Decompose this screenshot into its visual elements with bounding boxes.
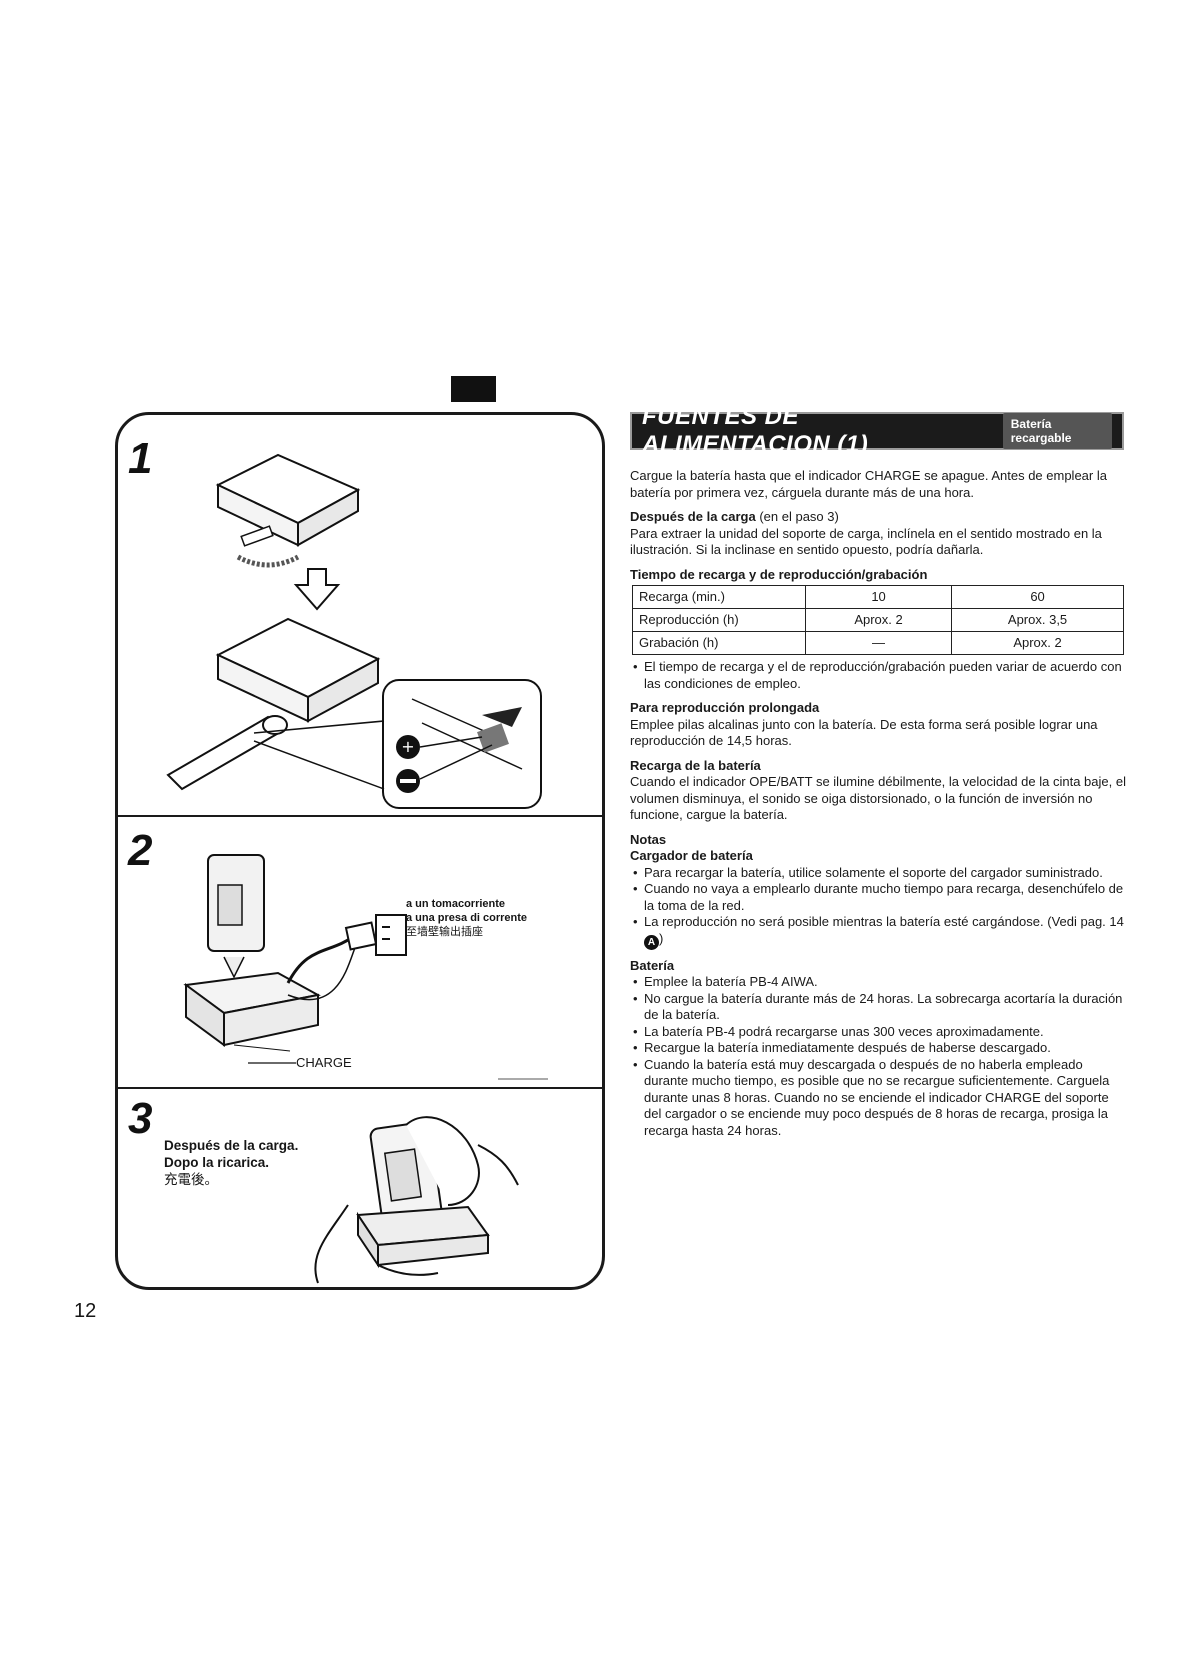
section-title: FUENTES DE ALIMENTACION (1) — [642, 403, 869, 458]
time-table: Recarga (min.) 10 60 Reproducción (h) Ap… — [632, 585, 1124, 655]
time-table-notes: El tiempo de recarga y el de reproducció… — [630, 659, 1126, 692]
charge-indicator-label: CHARGE — [296, 1055, 352, 1070]
list-item: Cuando la batería está muy descargada o … — [630, 1057, 1126, 1140]
battery-top-illustration — [215, 453, 361, 568]
plug-label-it: a una presa di corrente — [406, 912, 528, 924]
table-cell: Reproducción (h) — [632, 608, 806, 632]
step-3-number: 3 — [128, 1094, 153, 1143]
black-tab-marker — [451, 376, 496, 402]
after-charge-title: Después de la carga — [630, 509, 756, 524]
recharge-section: Recarga de la batería Cuando el indicado… — [630, 758, 1126, 824]
charger-with-unit-illustration — [183, 854, 407, 1052]
prolonged-section: Para reproducción prolongada Emplee pila… — [630, 700, 1126, 750]
intro-paragraph: Cargue la batería hasta que el indicador… — [630, 468, 1107, 500]
charger-notes-list: Para recargar la batería, utilice solame… — [630, 865, 1126, 950]
after-charge-title-suffix: (en el paso 3) — [755, 509, 839, 524]
battery-terminal-zoom-illustration: + — [382, 679, 542, 809]
list-item: Para recargar la batería, utilice solame… — [630, 865, 1126, 882]
charger-note-3-end: ) — [659, 930, 664, 946]
table-cell: Recarga (min.) — [632, 585, 806, 609]
down-arrow-icon — [293, 568, 341, 611]
step-divider-1 — [118, 815, 602, 817]
instructions-text: Cargue la batería hasta que el indicador… — [630, 468, 1126, 1147]
recharge-text: Cuando el indicador OPE/BATT se ilumine … — [630, 774, 1126, 822]
time-table-section: Tiempo de recarga y de reproducción/grab… — [630, 567, 1126, 693]
list-item: No cargue la batería durante más de 24 h… — [630, 991, 1126, 1024]
after-charge-text: Para extraer la unidad del soporte de ca… — [630, 525, 1102, 558]
step-divider-2 — [118, 1087, 602, 1089]
short-rule — [498, 1078, 548, 1080]
table-cell: Grabación (h) — [632, 631, 806, 655]
step-3-caption-it: Dopo la ricarica. — [164, 1155, 270, 1170]
step-3-caption-es: Después de la carga. — [164, 1138, 299, 1153]
list-item: Cuando no vaya a emplearlo durante mucho… — [630, 881, 1126, 914]
step-2-number: 2 — [128, 826, 153, 875]
list-item: El tiempo de recarga y el de reproducció… — [630, 659, 1126, 692]
battery-insert-illustration — [166, 617, 381, 791]
plug-label-zh: 至墙壁输出插座 — [406, 926, 483, 938]
page-number: 12 — [74, 1300, 97, 1322]
table-cell: — — [804, 631, 953, 655]
step-3-caption-zh: 充電後。 — [164, 1172, 218, 1187]
table-row: Grabación (h) — Aprox. 2 — [632, 631, 1124, 655]
charger-heading: Cargador de batería — [630, 848, 753, 863]
after-charge-heading: Después de la carga (en el paso 3) — [630, 509, 1126, 526]
plug-instructions: a un tomacorriente a una presa di corren… — [406, 897, 527, 939]
notes-section: Notas Cargador de batería Para recargar … — [630, 832, 1126, 1140]
list-item: Recargue la batería inmediatamente despu… — [630, 1040, 1126, 1057]
list-item: La batería PB-4 podrá recargarse unas 30… — [630, 1024, 1126, 1041]
table-cell: Aprox. 2 — [804, 608, 953, 632]
prolonged-text: Emplee pilas alcalinas junto con la bate… — [630, 716, 1098, 749]
table-cell: Aprox. 2 — [951, 631, 1124, 655]
charge-leader-line — [248, 1062, 296, 1064]
table-row: Reproducción (h) Aprox. 2 Aprox. 3,5 — [632, 608, 1124, 632]
charger-note-3-text: La reproducción no será posible mientras… — [644, 914, 1124, 929]
reference-a-icon: A — [644, 934, 659, 950]
svg-text:+: + — [401, 737, 414, 756]
prolonged-heading: Para reproducción prolongada — [630, 700, 820, 715]
table-row: Recarga (min.) 10 60 — [632, 585, 1124, 609]
plug-label-es: a un tomacorriente — [406, 898, 506, 910]
table-cell: Aprox. 3,5 — [951, 608, 1124, 632]
battery-heading: Batería — [630, 957, 675, 973]
zoom-callout-lines — [253, 720, 385, 790]
step-3-caption: Después de la carga. Dopo la ricarica. 充… — [164, 1137, 298, 1188]
table-cell: 10 — [804, 585, 953, 609]
battery-notes-list: Emplee la batería PB-4 AIWA. No cargue l… — [630, 974, 1126, 1139]
section-subtitle: Batería recargable — [1002, 413, 1112, 449]
table-cell: 60 — [951, 585, 1124, 609]
recharge-heading: Recarga de la batería — [630, 757, 761, 773]
list-item: Emplee la batería PB-4 AIWA. — [630, 974, 1126, 991]
step-1-number: 1 — [128, 434, 153, 483]
time-table-heading: Tiempo de recarga y de reproducción/grab… — [630, 566, 928, 582]
section-header-banner: FUENTES DE ALIMENTACION (1) Batería reca… — [630, 403, 1124, 458]
hands-removing-unit-illustration — [314, 1116, 519, 1284]
illustration-panel: 1 + 2 — [115, 412, 605, 1290]
after-charge-section: Después de la carga (en el paso 3) Para … — [630, 509, 1126, 559]
list-item: La reproducción no será posible mientras… — [630, 914, 1126, 950]
notes-heading: Notas — [630, 831, 667, 847]
